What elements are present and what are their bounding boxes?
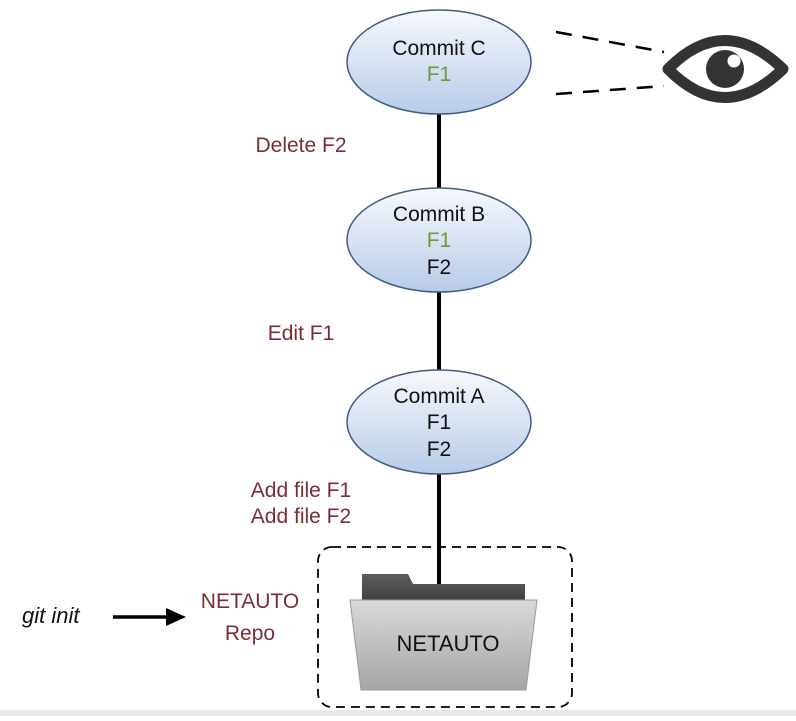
commit-ellipse <box>346 187 532 293</box>
action-add-f2-label: Add file F2 <box>251 505 351 528</box>
commit-node-b: Commit B F1 F2 <box>346 187 532 293</box>
git-init-label: git init <box>22 603 80 628</box>
commit-file: F1 <box>427 229 452 252</box>
commit-file: F1 <box>427 411 452 434</box>
bottom-edge <box>0 710 796 716</box>
repo-name-label: NETAUTO <box>201 590 299 613</box>
commit-file: F1 <box>427 63 452 86</box>
commit-node-a: Commit A F1 F2 <box>346 369 532 475</box>
repo-boundary <box>317 546 573 708</box>
eye-icon <box>662 35 789 103</box>
commit-file: F2 <box>427 256 452 279</box>
action-edit-label: Edit F1 <box>268 322 335 345</box>
commit-file: F2 <box>427 438 452 461</box>
folder-icon <box>349 574 538 691</box>
commit-node-c: Commit C F1 <box>346 9 532 115</box>
folder-label: NETAUTO <box>396 631 499 656</box>
commit-title: Commit B <box>393 203 485 226</box>
commit-ellipse <box>346 9 532 115</box>
action-add-f1-label: Add file F1 <box>251 479 351 502</box>
sight-line-bottom <box>555 84 665 96</box>
commit-title: Commit A <box>393 385 484 408</box>
commit-title: Commit C <box>392 37 485 60</box>
repo-type-label: Repo <box>225 622 275 645</box>
sight-line-top <box>555 30 665 54</box>
right-arrow-icon <box>113 608 186 626</box>
commit-ellipse <box>346 369 532 475</box>
action-delete-label: Delete F2 <box>255 134 346 157</box>
